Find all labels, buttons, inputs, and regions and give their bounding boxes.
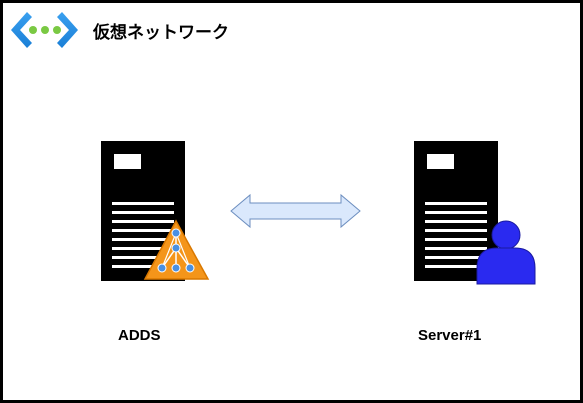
server-with-user-icon[interactable] [414,141,536,285]
user-icon [476,220,536,285]
node-label-server1: Server#1 [418,327,482,344]
vnet-icon [11,12,78,48]
connection-arrow[interactable] [230,193,361,229]
server-with-active-directory-icon[interactable] [101,141,210,281]
node-label-adds: ADDS [118,327,161,344]
active-directory-icon [143,219,210,280]
diagram-title: 仮想ネットワーク [93,23,229,42]
